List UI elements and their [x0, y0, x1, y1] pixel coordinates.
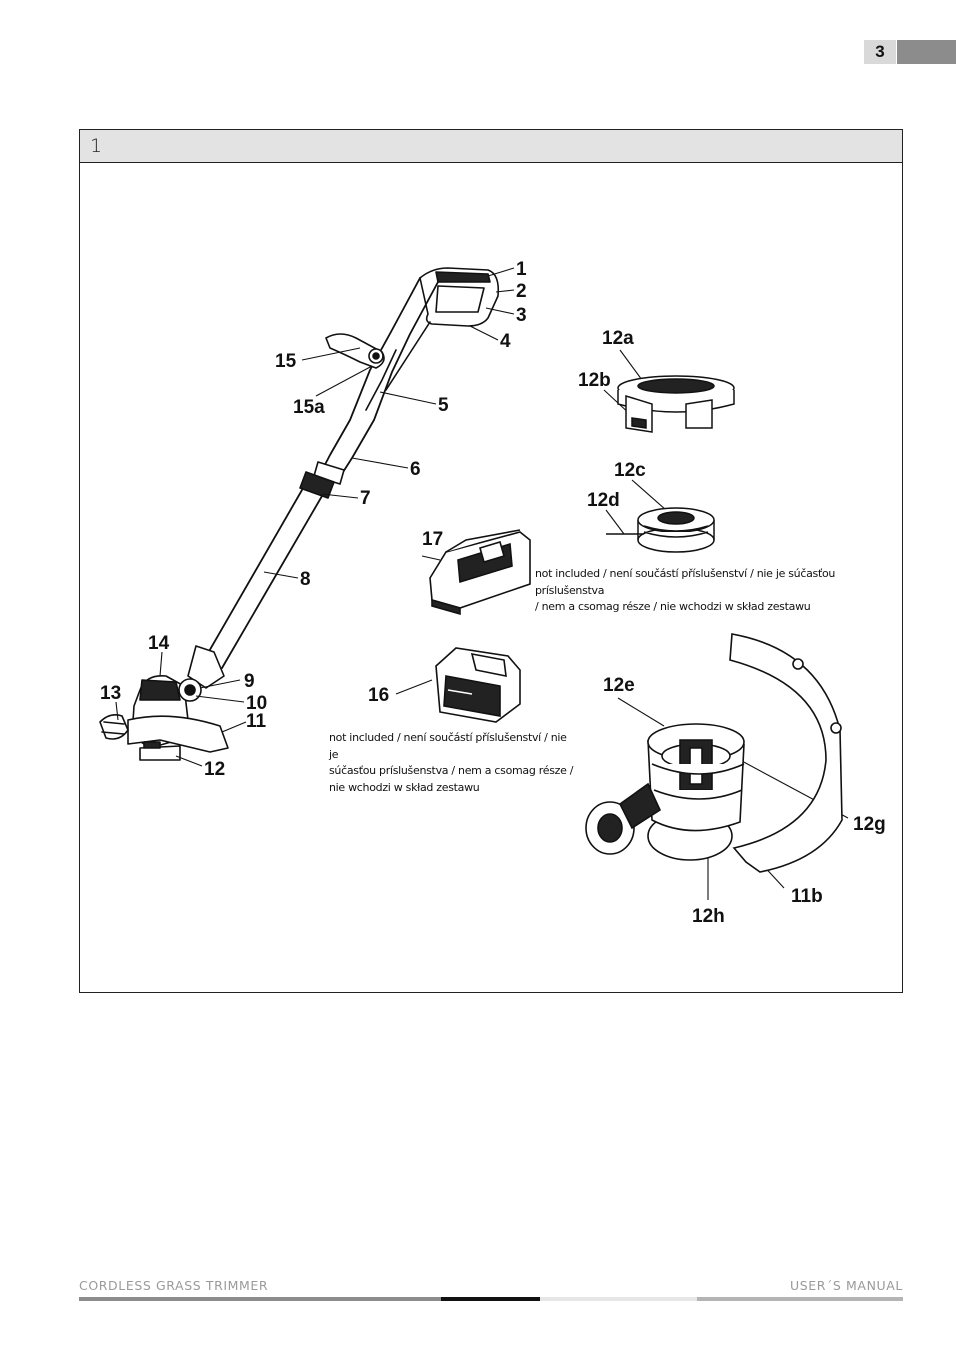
callout-12b: 12b	[578, 370, 611, 391]
callout-labels: 1 2 3 4 5 6 7 8 9 10 11 12 13 14 15 15a …	[100, 259, 886, 927]
figure-number: 1	[90, 135, 103, 157]
callout-9: 9	[244, 671, 255, 692]
battery-note-line-1: not included / není součástí příslušenst…	[329, 731, 567, 761]
callout-11b: 11b	[791, 886, 823, 907]
callout-12d: 12d	[587, 490, 620, 511]
charger-not-included-note: not included / není součástí příslušenst…	[535, 566, 895, 616]
battery-illustration	[435, 647, 521, 723]
callout-15: 15	[275, 351, 297, 372]
figure-frame: 1	[79, 129, 903, 993]
page-number: 3	[864, 40, 896, 64]
callout-7: 7	[360, 488, 371, 509]
callout-8: 8	[300, 569, 311, 590]
footer-rule-light	[540, 1297, 697, 1301]
charger-note-line-1: not included / není součástí příslušenst…	[535, 567, 836, 597]
callout-12g: 12g	[853, 814, 886, 835]
trimmer-illustration	[99, 267, 500, 761]
footer-manual-title: USER´S MANUAL	[790, 1278, 903, 1293]
footer-rule-black	[441, 1297, 540, 1301]
figure-header: 1	[80, 130, 902, 163]
callout-15a: 15a	[293, 397, 325, 418]
callout-6: 6	[410, 459, 421, 480]
callout-1: 1	[516, 259, 527, 280]
callout-13: 13	[100, 683, 121, 704]
callout-5: 5	[438, 395, 449, 416]
callout-3: 3	[516, 305, 527, 326]
callout-16: 16	[368, 685, 389, 706]
callout-12h: 12h	[692, 906, 725, 927]
callout-12: 12	[204, 759, 225, 780]
footer-rule-mid	[697, 1297, 903, 1301]
callout-14: 14	[148, 633, 170, 654]
callout-11: 11	[246, 711, 267, 732]
callout-10: 10	[246, 693, 267, 714]
footer-product-name: CORDLESS GRASS TRIMMER	[79, 1278, 269, 1293]
spool-cap-illustration	[617, 375, 735, 433]
charger-illustration	[429, 529, 531, 616]
head-detail-illustration	[585, 633, 843, 873]
battery-note-line-2: súčasťou príslušenstva / nem a csomag ré…	[329, 764, 574, 777]
battery-note-line-3: nie wchodzi w skład zestawu	[329, 780, 480, 794]
footer-rule-gray	[79, 1297, 441, 1301]
callout-2: 2	[516, 281, 527, 302]
battery-not-included-note: not included / není součástí příslušenst…	[329, 730, 579, 796]
callout-12a: 12a	[602, 328, 634, 349]
callout-12e: 12e	[603, 675, 635, 696]
charger-note-line-2: / nem a csomag része / nie wchodzi w skł…	[535, 600, 811, 613]
trimmer-diagram: 1 2 3 4 5 6 7 8 9 10 11 12 13 14 15 15a …	[99, 259, 886, 927]
page-number-bar	[897, 40, 956, 64]
callout-4: 4	[500, 331, 511, 352]
spool-illustration	[606, 507, 715, 553]
callout-17: 17	[422, 529, 443, 550]
callout-12c: 12c	[614, 460, 646, 481]
